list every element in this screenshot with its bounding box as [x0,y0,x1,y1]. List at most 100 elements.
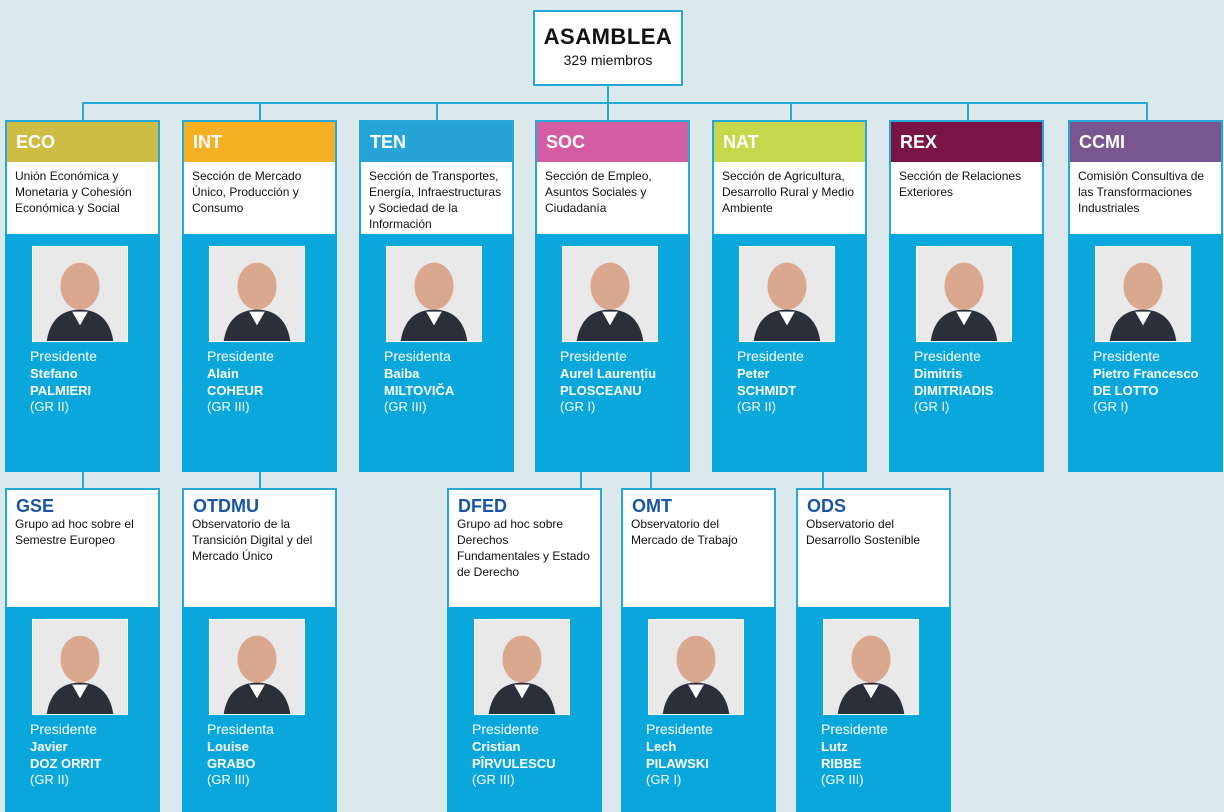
subgroup-description: Observatorio del Mercado de Trabajo [631,517,738,547]
chair-group: (GR III) [472,772,515,787]
section-code: NAT [714,122,865,162]
chair-group: (GR III) [384,399,427,414]
chair-photo [1095,246,1191,342]
chair-first-name: Dimitris [914,366,963,381]
section-code: TEN [361,122,512,162]
chair-group: (GR III) [207,399,250,414]
section-code: CCMI [1070,122,1221,162]
section-card-eco: ECO Unión Económica y Monetaria y Cohesió… [5,120,160,472]
connector-int [259,102,261,120]
subgroup-description: Observatorio del Desarrollo Sostenible [806,517,921,547]
connector-top-bus [82,102,1148,104]
chair-first-name: Lech [646,739,677,754]
connector-gse [82,470,84,488]
chair-last-name: DOZ ORRIT [30,756,102,771]
chair-first-name: Louise [207,739,249,754]
connector-soc-omt [650,470,652,488]
subgroup-code: GSE [16,496,55,516]
chair-group: (GR I) [914,399,950,414]
chair-photo [32,246,128,342]
connector-soc [607,102,609,120]
connector-rex [967,102,969,120]
chair-first-name: Stefano [30,366,78,381]
chair-role: Presidenta [384,348,451,364]
chair-photo [739,246,835,342]
chair-group: (GR III) [207,772,250,787]
chair-group: (GR I) [560,399,596,414]
subgroup-code: OMT [632,496,672,516]
chair-photo [32,619,128,715]
chair-role: Presidente [1093,348,1160,364]
chair-last-name: MILTOVIČA [384,383,455,398]
section-code: SOC [537,122,688,162]
section-code: INT [184,122,335,162]
section-description: Unión Económica y Monetaria y Cohesión E… [15,169,132,215]
chair-last-name: PLOSCEANU [560,383,642,398]
chair-last-name: DE LOTTO [1093,383,1159,398]
assembly-box: ASAMBLEA 329 miembros [533,10,683,86]
chair-photo [648,619,744,715]
section-code: ECO [7,122,158,162]
chair-role: Presidente [30,348,97,364]
connector-ccmi [1146,102,1148,120]
chair-first-name: Alain [207,366,239,381]
chair-last-name: SCHMIDT [737,383,797,398]
chair-last-name: COHEUR [207,383,264,398]
chair-group: (GR I) [646,772,682,787]
section-description: Sección de Agricultura, Desarrollo Rural… [722,169,855,215]
section-description: Sección de Relaciones Exteriores [899,169,1022,199]
connector-soc-down [580,470,582,488]
chair-first-name: Aurel Laurențiu [560,366,657,381]
chair-role: Presidente [472,721,539,737]
chair-photo [562,246,658,342]
subgroup-code: ODS [807,496,847,516]
connector-otdmu [259,470,261,488]
chair-role: Presidente [560,348,627,364]
chair-last-name: GRABO [207,756,256,771]
chair-role: Presidente [821,721,888,737]
connector-nat-ods [822,470,824,488]
chair-first-name: Lutz [821,739,848,754]
section-description: Sección de Mercado Único, Producción y C… [192,169,302,215]
subgroup-code: OTDMU [193,496,259,516]
connector-nat [790,102,792,120]
chair-first-name: Cristian [472,739,521,754]
chair-photo [474,619,570,715]
chair-first-name: Baiba [384,366,420,381]
chair-group: (GR III) [821,772,864,787]
assembly-title: ASAMBLEA [543,24,673,49]
chair-group: (GR II) [30,772,69,787]
subgroup-description: Observatorio de la Transición Digital y … [192,517,313,563]
chair-last-name: PILAWSKI [646,756,709,771]
chair-role: Presidente [737,348,804,364]
subgroup-code: DFED [458,496,507,516]
chair-group: (GR I) [1093,399,1129,414]
chair-role: Presidenta [207,721,274,737]
section-description: Comisión Consultiva de las Transformacio… [1078,169,1205,215]
chair-first-name: Peter [737,366,770,381]
section-card-int: INT Sección de Mercado Único, Producción … [182,120,337,472]
chair-role: Presidente [207,348,274,364]
chair-photo [916,246,1012,342]
